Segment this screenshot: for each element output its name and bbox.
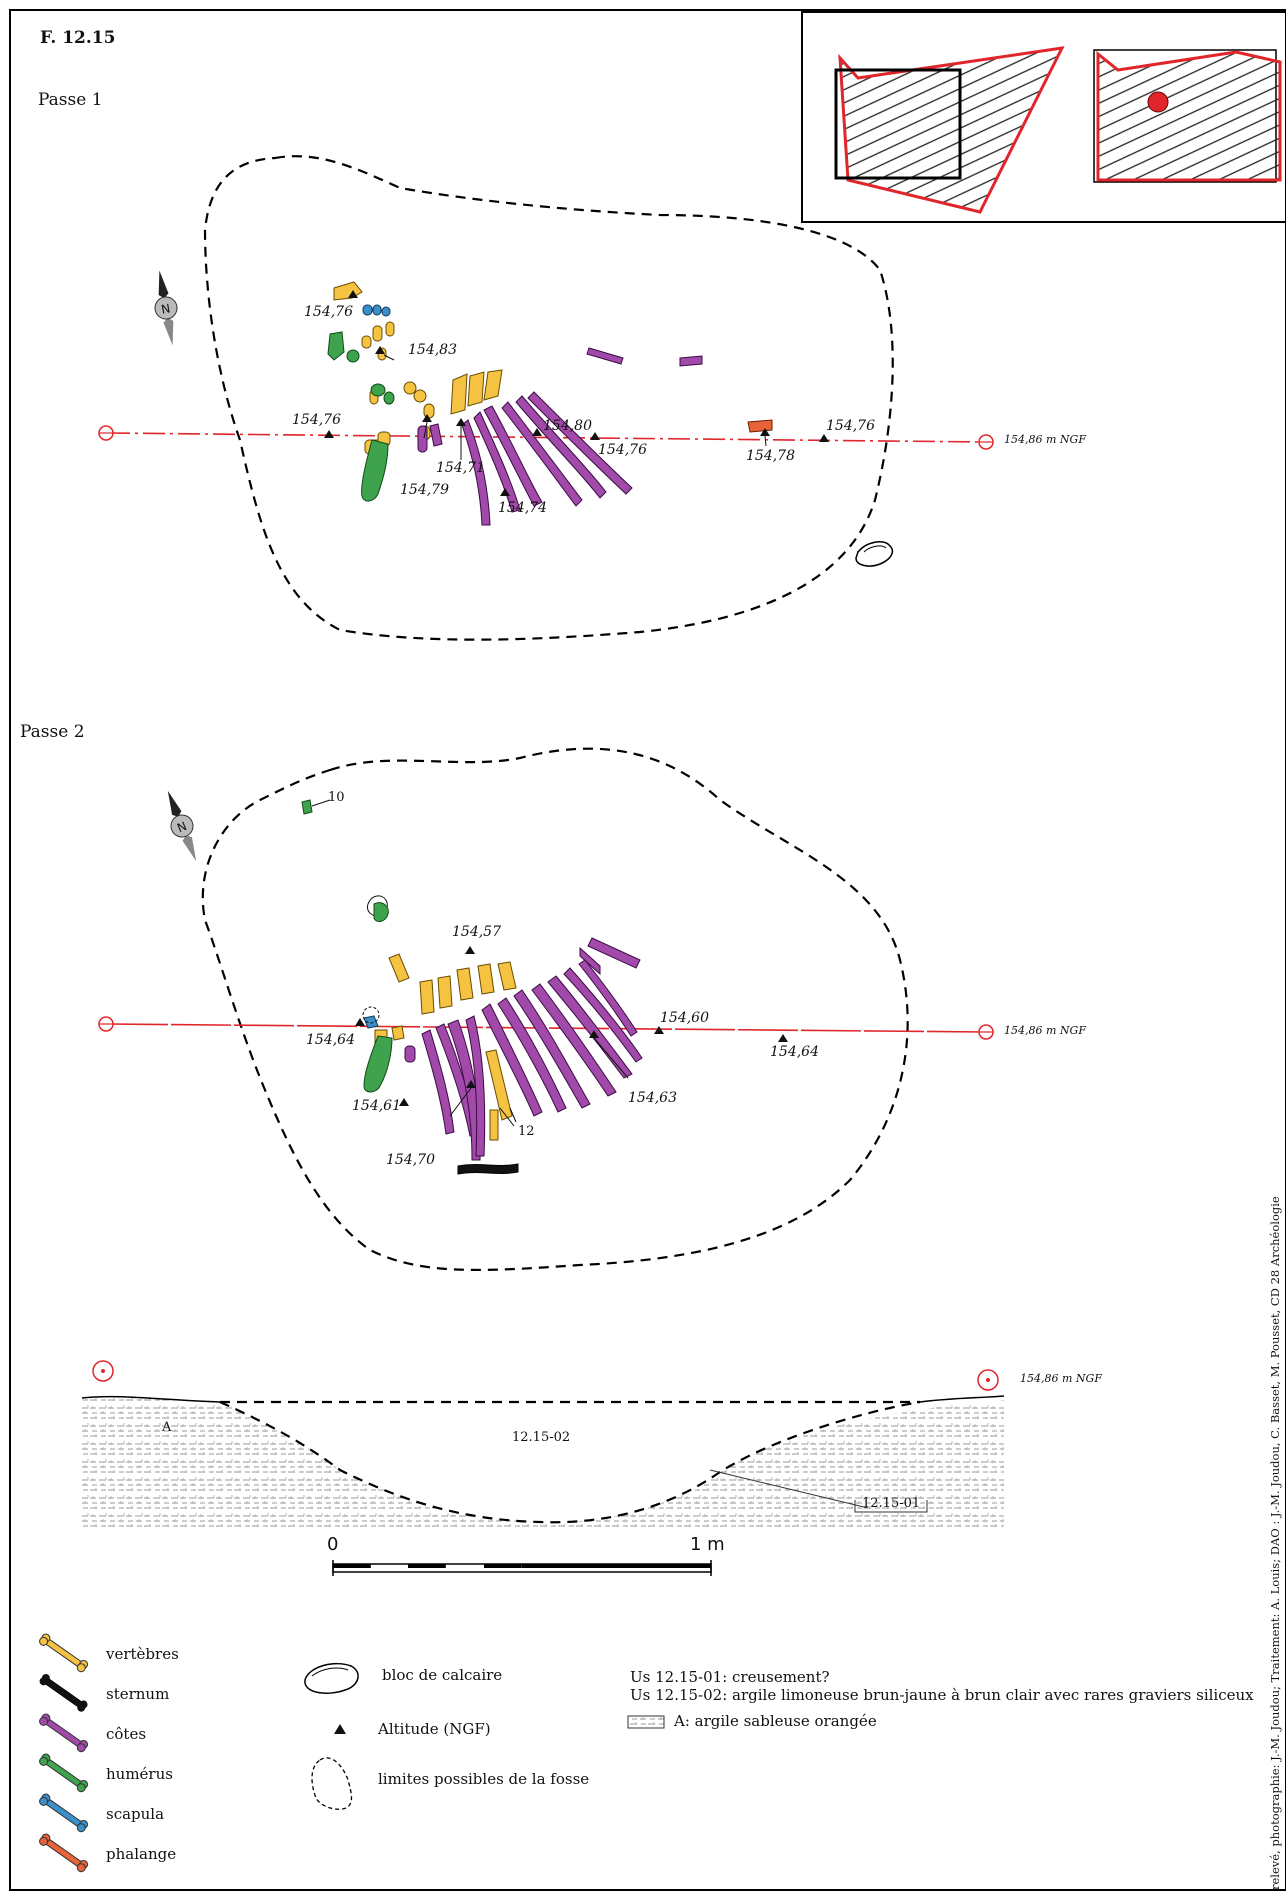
credits: relevé, photographie: J.-M. Joudou; Trai… — [1268, 1196, 1282, 1890]
p1-altitude-label: 154,76 — [292, 412, 341, 428]
north-arrow-icon: N — [167, 790, 197, 862]
p2-altitude-label: 154,63 — [628, 1090, 677, 1106]
location-inset — [801, 11, 1286, 223]
passe2-plan: N — [98, 747, 994, 1272]
p1-altitude-label: 154,79 — [400, 482, 449, 498]
p1-altitude-label: 154,83 — [408, 342, 457, 358]
p2-number-label: 12 — [518, 1124, 535, 1139]
p1-ngf-label: 154,86 m NGF — [1004, 433, 1086, 446]
scale-start-label: 0 — [327, 1534, 339, 1555]
p2-ngf-label: 154,86 m NGF — [1004, 1024, 1086, 1037]
legend-humerus: humérus — [106, 1765, 173, 1783]
p1-altitude-label: 154,76 — [826, 418, 875, 434]
p2-altitude-label: 154,57 — [452, 924, 501, 940]
p1-altitude-label: 154,74 — [498, 500, 547, 516]
p1-altitude-label: 154,76 — [304, 304, 353, 320]
p1-altitude-label: 154,76 — [598, 442, 647, 458]
p2-altitude-label: 154,64 — [770, 1044, 819, 1060]
scale-end-label: 1 m — [690, 1534, 725, 1555]
p2-altitude-label: 154,61 — [352, 1098, 401, 1114]
legend-phalanx: phalange — [106, 1845, 177, 1863]
us-02-label: 12.15-02 — [512, 1430, 571, 1445]
sternum — [457, 1163, 519, 1175]
legend-ribs: côtes — [106, 1725, 147, 1743]
us-note: Us 12.15-01: creusement? — [630, 1668, 830, 1686]
passe1-label: Passe 1 — [38, 90, 103, 110]
layer-a-note: A: argile sableuse orangée — [674, 1712, 877, 1730]
svg-text:N: N — [160, 301, 171, 316]
north-arrow-icon: N — [154, 270, 178, 346]
p2-altitude-label: 154,70 — [386, 1152, 435, 1168]
p2-altitude-label: 154,60 — [660, 1010, 709, 1026]
p1-altitude-label: 154,80 — [543, 418, 592, 434]
legend-scapula: scapula — [106, 1805, 165, 1823]
legend-limits: limites possibles de la fosse — [378, 1770, 590, 1788]
legend-vertebrae: vertèbres — [106, 1645, 179, 1663]
p2-altitude-label: 154,64 — [306, 1032, 355, 1048]
p1-altitude-label: 154,71 — [436, 460, 485, 476]
outer-frame — [9, 9, 1286, 1891]
passe1-pit-limit — [203, 155, 894, 641]
limestone-block — [855, 540, 894, 567]
location-marker — [1147, 91, 1169, 113]
section-ngf-label: 154,86 m NGF — [1020, 1372, 1102, 1385]
us-01-label: 12.15-01 — [862, 1496, 921, 1511]
passe2-pit-limit — [201, 747, 909, 1272]
legend-sternum: sternum — [106, 1685, 170, 1703]
section-profile — [81, 1360, 1005, 1528]
passe2-label: Passe 2 — [20, 722, 85, 742]
us-note: Us 12.15-02: argile limoneuse brun-jaune… — [630, 1686, 1254, 1704]
p2-number-label: 10 — [328, 790, 345, 805]
scale-bar — [332, 1560, 712, 1576]
legend-altitude: Altitude (NGF) — [378, 1720, 491, 1738]
legend-icons — [39, 1633, 665, 1873]
legend-block: bloc de calcaire — [382, 1666, 503, 1684]
figure-title: F. 12.15 — [40, 28, 116, 48]
passe1-plan: N — [98, 155, 994, 641]
p1-altitude-label: 154,78 — [746, 448, 795, 464]
layer-a-label: A — [162, 1420, 172, 1435]
